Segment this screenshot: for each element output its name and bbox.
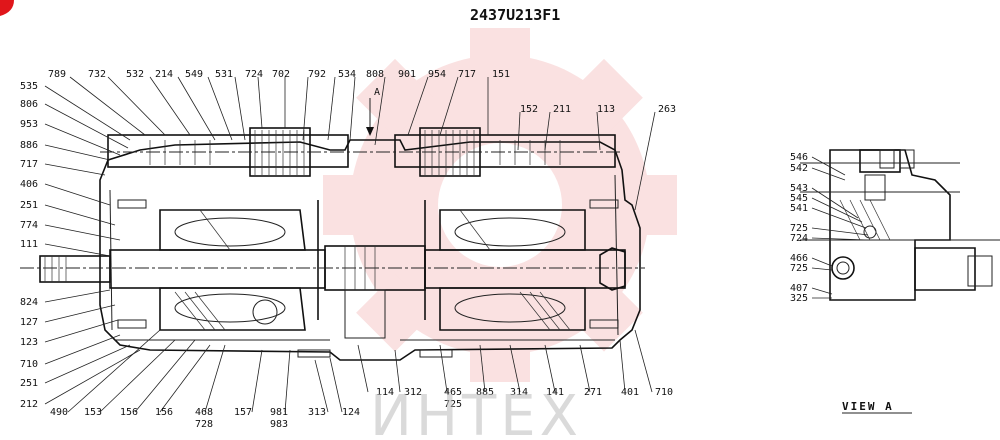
- part-label: 212: [20, 399, 38, 410]
- leader-lines: [44, 76, 656, 413]
- part-label: 156: [155, 407, 173, 418]
- part-labels-top-right: 152 211 113 263: [520, 104, 676, 115]
- part-label: 156: [120, 407, 138, 418]
- part-label: 808: [366, 69, 384, 80]
- part-label: 251: [20, 378, 38, 389]
- part-label: 953: [20, 119, 38, 130]
- part-label: 717: [458, 69, 476, 80]
- part-label: 774: [20, 220, 38, 231]
- corner-mark: [0, 0, 14, 16]
- view-a-drawing: [800, 149, 1000, 301]
- part-label: 468: [195, 407, 213, 418]
- part-label: 271: [584, 387, 602, 398]
- part-label: 314: [510, 387, 528, 398]
- part-label: 490: [50, 407, 68, 418]
- part-label: 724: [245, 69, 263, 80]
- part-label: 465: [444, 387, 462, 398]
- part-label: 901: [398, 69, 416, 80]
- part-label: 792: [308, 69, 326, 80]
- part-label: 406: [20, 179, 38, 190]
- view-a-leader-lines: [811, 156, 869, 299]
- part-label: 728: [195, 419, 213, 430]
- part-label: 983: [270, 419, 288, 430]
- drawing-title: 2437U213F1: [470, 6, 560, 24]
- part-label: 313: [308, 407, 326, 418]
- part-label: 325: [790, 293, 808, 304]
- part-label: 545: [790, 193, 808, 204]
- part-labels-bottom: 490 153 156 156 468 728 157 981 983 313 …: [50, 387, 673, 430]
- part-label: 153: [84, 407, 102, 418]
- part-labels-view-a: 546 542 543 545 541 725 724 466 725 407 …: [790, 152, 808, 304]
- part-label: 123: [20, 337, 38, 348]
- part-label: 542: [790, 163, 808, 174]
- part-label: 806: [20, 99, 38, 110]
- part-label: 954: [428, 69, 446, 80]
- watermark-text: ИНТЕХ: [370, 384, 582, 440]
- part-label: 401: [621, 387, 639, 398]
- part-label: 541: [790, 203, 808, 214]
- part-label: 824: [20, 297, 38, 308]
- part-labels-top: 789 732 532 214 549 531 724 702 792 534 …: [48, 69, 510, 80]
- part-label: 312: [404, 387, 422, 398]
- part-label: 211: [553, 104, 571, 115]
- part-label: 157: [234, 407, 252, 418]
- part-label: 152: [520, 104, 538, 115]
- part-label: 114: [376, 387, 394, 398]
- arrow-label: A: [374, 87, 380, 98]
- part-label: 543: [790, 183, 808, 194]
- section-arrow-a: A: [366, 87, 380, 136]
- part-label: 534: [338, 69, 356, 80]
- part-label: 885: [476, 387, 494, 398]
- part-label: 725: [790, 263, 808, 274]
- part-label: 407: [790, 283, 808, 294]
- part-label: 113: [597, 104, 615, 115]
- part-label: 531: [215, 69, 233, 80]
- part-label: 710: [20, 359, 38, 370]
- part-label: 535: [20, 81, 38, 92]
- part-label: 532: [126, 69, 144, 80]
- part-label: 466: [790, 253, 808, 264]
- part-label: 141: [546, 387, 564, 398]
- part-label: 981: [270, 407, 288, 418]
- part-label: 725: [790, 223, 808, 234]
- part-label: 549: [185, 69, 203, 80]
- part-label: 124: [342, 407, 360, 418]
- part-label: 725: [444, 399, 462, 410]
- watermark-gear-icon: [323, 28, 677, 382]
- part-label: 724: [790, 233, 808, 244]
- part-label: 127: [20, 317, 38, 328]
- part-label: 546: [790, 152, 808, 163]
- part-label: 263: [658, 104, 676, 115]
- part-label: 732: [88, 69, 106, 80]
- part-label: 702: [272, 69, 290, 80]
- part-label: 251: [20, 200, 38, 211]
- view-a-caption: VIEW A: [842, 400, 894, 413]
- part-label: 710: [655, 387, 673, 398]
- part-label: 717: [20, 159, 38, 170]
- part-label: 111: [20, 239, 38, 250]
- part-label: 886: [20, 140, 38, 151]
- part-label: 214: [155, 69, 173, 80]
- part-label: 151: [492, 69, 510, 80]
- pump-cross-section: [20, 127, 645, 361]
- part-labels-left: 535 806 953 886 717 406 251 774 111 824 …: [20, 81, 38, 410]
- part-label: 789: [48, 69, 66, 80]
